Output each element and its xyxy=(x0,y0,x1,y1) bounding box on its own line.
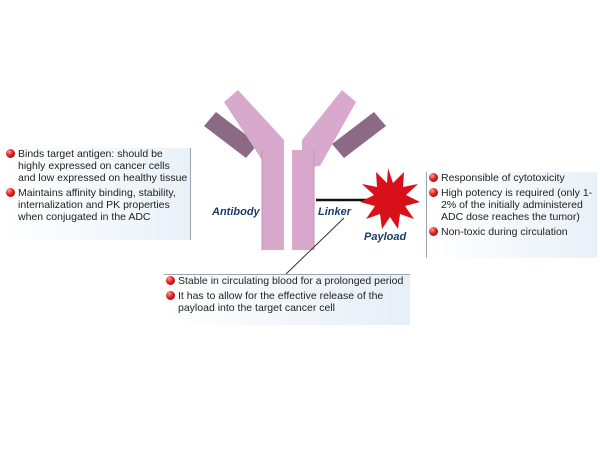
linker-note-text: Stable in circulating blood for a prolon… xyxy=(178,275,404,287)
linker-label: Linker xyxy=(318,206,352,218)
bullet-icon xyxy=(429,173,438,182)
payload-note: High potency is required (only 1-2% of t… xyxy=(427,187,597,223)
antibody-notes-box: Binds target antigen: should be highly e… xyxy=(4,148,191,240)
antibody-left-stem xyxy=(262,150,284,250)
bullet-icon xyxy=(166,276,175,285)
bullet-icon xyxy=(6,149,15,158)
antibody-right-outer-arm xyxy=(332,112,386,158)
linker-connector xyxy=(285,217,345,275)
antibody-note: Binds target antigen: should be highly e… xyxy=(4,148,190,184)
payload-label: Payload xyxy=(364,231,407,243)
payload-notes-box: Responsible of cytotoxicity High potency… xyxy=(426,172,597,258)
payload-note-text: Responsible of cytotoxicity xyxy=(441,172,565,184)
payload-note: Responsible of cytotoxicity xyxy=(427,172,597,184)
payload-note: Non-toxic during circulation xyxy=(427,226,597,238)
bullet-icon xyxy=(429,227,438,236)
antibody-shape xyxy=(204,90,386,250)
linker-note-text: It has to allow for the effective releas… xyxy=(178,290,384,314)
antibody-label: Antibody xyxy=(212,206,260,218)
antibody-right-stem xyxy=(292,150,314,250)
antibody-note: Maintains affinity binding, stability, i… xyxy=(4,187,190,223)
bullet-icon xyxy=(429,188,438,197)
antibody-note-text: Maintains affinity binding, stability, i… xyxy=(18,187,176,223)
payload-star xyxy=(360,168,420,229)
antibody-right-inner-arm xyxy=(302,90,356,168)
linker-notes-box: Stable in circulating blood for a prolon… xyxy=(164,274,410,325)
antibody-note-text: Binds target antigen: should be highly e… xyxy=(18,148,188,184)
bullet-icon xyxy=(166,291,175,300)
linker-note: It has to allow for the effective releas… xyxy=(164,290,410,314)
antibody-left-outer-arm xyxy=(204,112,258,158)
antibody-left-inner-arm xyxy=(224,90,284,168)
payload-note-text: High potency is required (only 1-2% of t… xyxy=(441,187,593,223)
linker-note: Stable in circulating blood for a prolon… xyxy=(164,275,410,287)
payload-note-text: Non-toxic during circulation xyxy=(441,226,568,238)
bullet-icon xyxy=(6,188,15,197)
